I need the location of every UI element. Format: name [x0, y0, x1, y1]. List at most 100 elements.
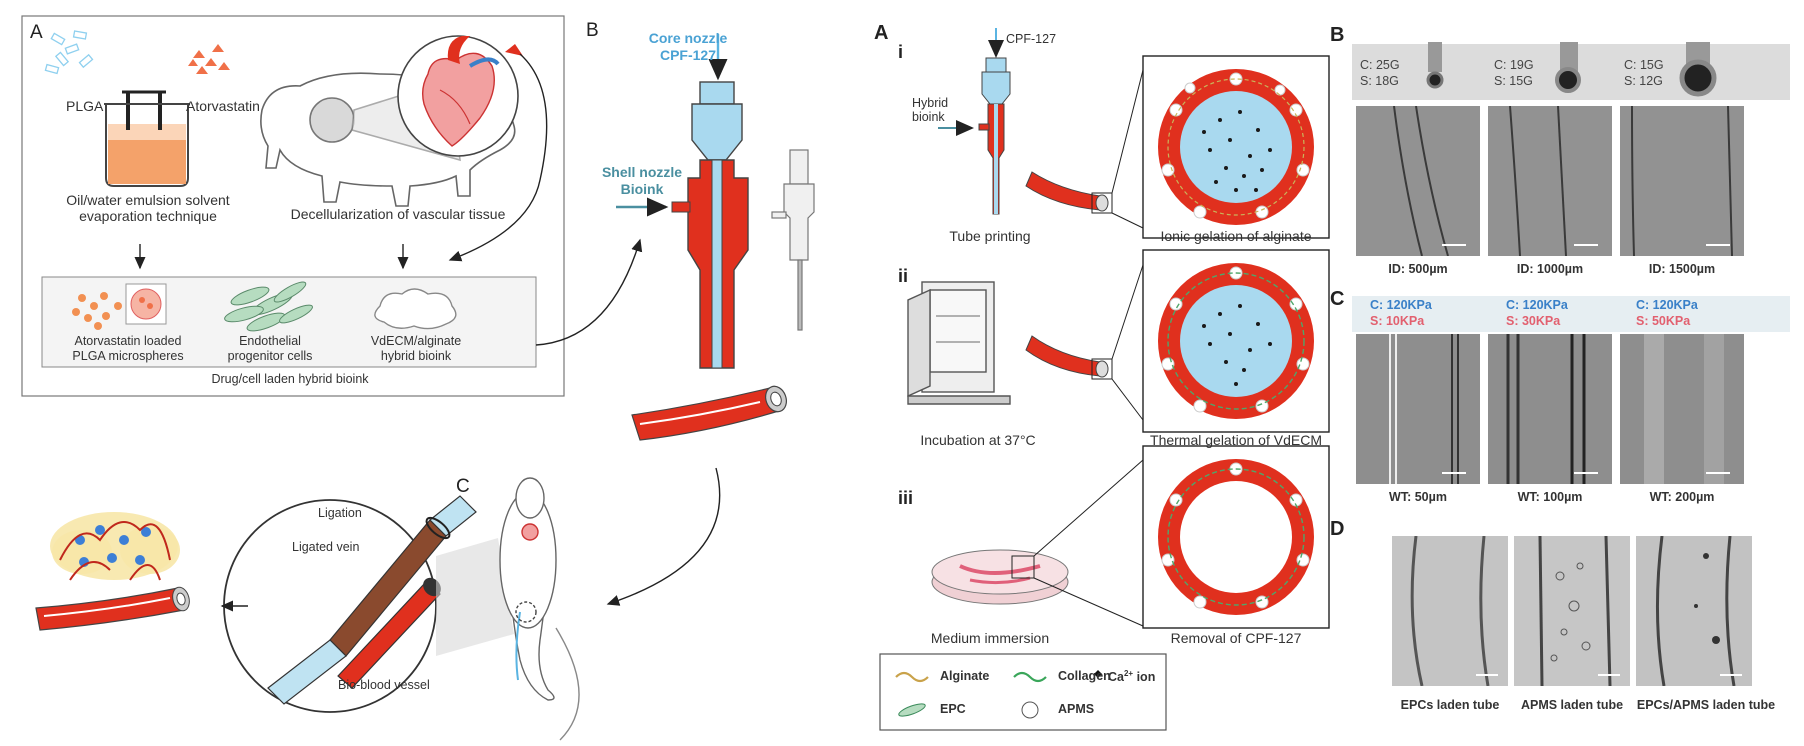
ca-ion-swatch — [1094, 670, 1102, 678]
nozzle-3-core: C: 15G — [1624, 58, 1664, 72]
hybrid-label-2: bioink — [912, 110, 945, 124]
cross-section-i — [1142, 55, 1330, 239]
left-panel-b-letter: B — [586, 20, 599, 41]
rat-icon — [499, 477, 580, 741]
nozzle-3-shell: S: 12G — [1624, 74, 1663, 88]
pressure-1-shell: S: 10KPa — [1370, 314, 1425, 328]
micrograph-c-3 — [1620, 334, 1744, 484]
pressure-2-core: C: 120KPa — [1506, 298, 1568, 312]
shell-nozzle-label-2: Bioink — [620, 181, 664, 197]
alginate-swatch — [895, 671, 929, 683]
ligation-label: Ligation — [318, 506, 362, 520]
id-label-3: ID: 1500µm — [1648, 262, 1716, 276]
pressure-2-shell: S: 30KPa — [1506, 314, 1561, 328]
epc-cells-icon — [224, 281, 313, 332]
mini-nozzle-icon — [978, 57, 1011, 215]
beaker-icon — [104, 90, 190, 187]
step-iii-left-caption: Medium immersion — [930, 630, 1050, 646]
right-panel-b-letter: B — [1330, 24, 1345, 46]
left-panel-a-letter: A — [30, 22, 43, 43]
right-panel-a-letter: A — [874, 22, 889, 44]
collagen-swatch — [1013, 671, 1047, 683]
emulsion-label-2: evaporation technique — [79, 208, 217, 224]
micrograph-b-3 — [1620, 106, 1744, 256]
d-label-2: APMS laden tube — [1520, 698, 1624, 712]
right-panel-d-letter: D — [1330, 518, 1345, 540]
ligated-vein-label: Ligated vein — [292, 540, 360, 554]
cross-section-iii — [1142, 445, 1330, 629]
pressure-1-core: C: 120KPa — [1370, 298, 1432, 312]
atorvastatin-label: Atorvastatin — [186, 98, 260, 114]
cross-section-ii — [1142, 249, 1330, 433]
step-i-left-caption: Tube printing — [949, 228, 1031, 244]
right-panel-c-letter: C — [1330, 288, 1345, 310]
pressure-header-strip — [1352, 296, 1790, 332]
epc-label-1: Endothelial — [239, 334, 301, 348]
nozzle-1-core: C: 25G — [1360, 58, 1400, 72]
cpf-label: CPF-127 — [1006, 32, 1057, 46]
tube-icon-i — [1025, 69, 1144, 229]
tube-icon-ii — [1025, 264, 1144, 421]
d-label-3: EPCs/APMS laden tube — [1636, 698, 1776, 712]
plga-pellets-icon — [44, 30, 94, 75]
shell-nozzle-label-1: Shell nozzle — [601, 164, 683, 180]
micrograph-d-1 — [1392, 536, 1508, 686]
bio-blood-vessel-label: Bio-blood vessel — [338, 678, 430, 692]
bioink-cloud-icon — [374, 288, 457, 330]
petri-dish-icon — [931, 459, 1144, 627]
atorvastatin-icon — [188, 44, 230, 74]
nozzle-1-shell: S: 18G — [1360, 74, 1399, 88]
step-iii-numeral: iii — [898, 488, 914, 508]
epc-swatch — [898, 703, 926, 717]
bioink-to-printer-arrow — [535, 238, 643, 346]
d-label-1: EPCs laden tube — [1400, 698, 1500, 712]
nozzle-2-shell: S: 15G — [1494, 74, 1533, 88]
micrograph-b-2 — [1488, 106, 1612, 256]
bioink-label-1: VdECM/alginate — [370, 334, 462, 348]
epc-label-2: progenitor cells — [227, 349, 313, 363]
legend-alginate: Alginate — [940, 669, 990, 683]
id-label-1: ID: 500µm — [1388, 262, 1448, 276]
left-panel-c-letter: C — [456, 476, 470, 497]
step-ii-right-caption: Thermal gelation of VdECM — [1150, 432, 1322, 448]
micrograph-b-1 — [1356, 106, 1480, 256]
legend-box — [879, 653, 1167, 731]
plga-label: PLGA — [66, 98, 104, 114]
microspheres-label-2: PLGA microspheres — [72, 349, 184, 363]
legend-apms: APMS — [1058, 702, 1095, 716]
step-iii-right-caption: Removal of CPF-127 — [1170, 630, 1302, 646]
legend-epc: EPC — [940, 702, 966, 716]
step-i-right-caption: Ionic gelation of alginate — [1160, 228, 1312, 244]
bioink-caption: Drug/cell laden hybrid bioink — [211, 372, 369, 386]
heart-magnifier-icon — [397, 35, 523, 157]
legend-ca-ion: Ca2+ ion — [1108, 669, 1156, 685]
nozzle-2-core: C: 19G — [1494, 58, 1534, 72]
wt-label-2: WT: 100µm — [1517, 490, 1583, 504]
legend-collagen: Collagen — [1058, 669, 1111, 683]
id-label-2: ID: 1000µm — [1516, 262, 1584, 276]
step-i-numeral: i — [898, 42, 904, 62]
nozzle-photos — [1426, 42, 1717, 97]
zoom-cone — [436, 538, 514, 656]
micrograph-c-2 — [1488, 334, 1612, 484]
core-nozzle-label-1: Core nozzle — [648, 30, 728, 46]
micrograph-c-1 — [1356, 334, 1480, 484]
pressure-3-shell: S: 50KPa — [1636, 314, 1691, 328]
microspheres-label-1: Atorvastatin loaded — [74, 334, 182, 348]
coaxial-nozzle-icon — [671, 81, 749, 369]
incubator-icon — [907, 281, 1011, 405]
vessel-to-rat-arrow — [606, 467, 721, 606]
emulsion-label-1: Oil/water emulsion solvent — [66, 192, 230, 208]
syringe-icon — [771, 149, 815, 331]
pressure-3-core: C: 120KPa — [1636, 298, 1698, 312]
hybrid-label-1: Hybrid — [912, 96, 949, 110]
microspheres-icon — [72, 283, 167, 330]
micrograph-d-2 — [1514, 536, 1630, 686]
heart-to-bioink-arrow — [448, 53, 548, 262]
apms-swatch — [1021, 701, 1039, 719]
core-nozzle-label-2: CPF-127 — [659, 47, 717, 63]
panel-a-frame — [21, 15, 565, 397]
bioink-label-2: hybrid bioink — [380, 349, 452, 363]
micrograph-d-3 — [1636, 536, 1752, 686]
